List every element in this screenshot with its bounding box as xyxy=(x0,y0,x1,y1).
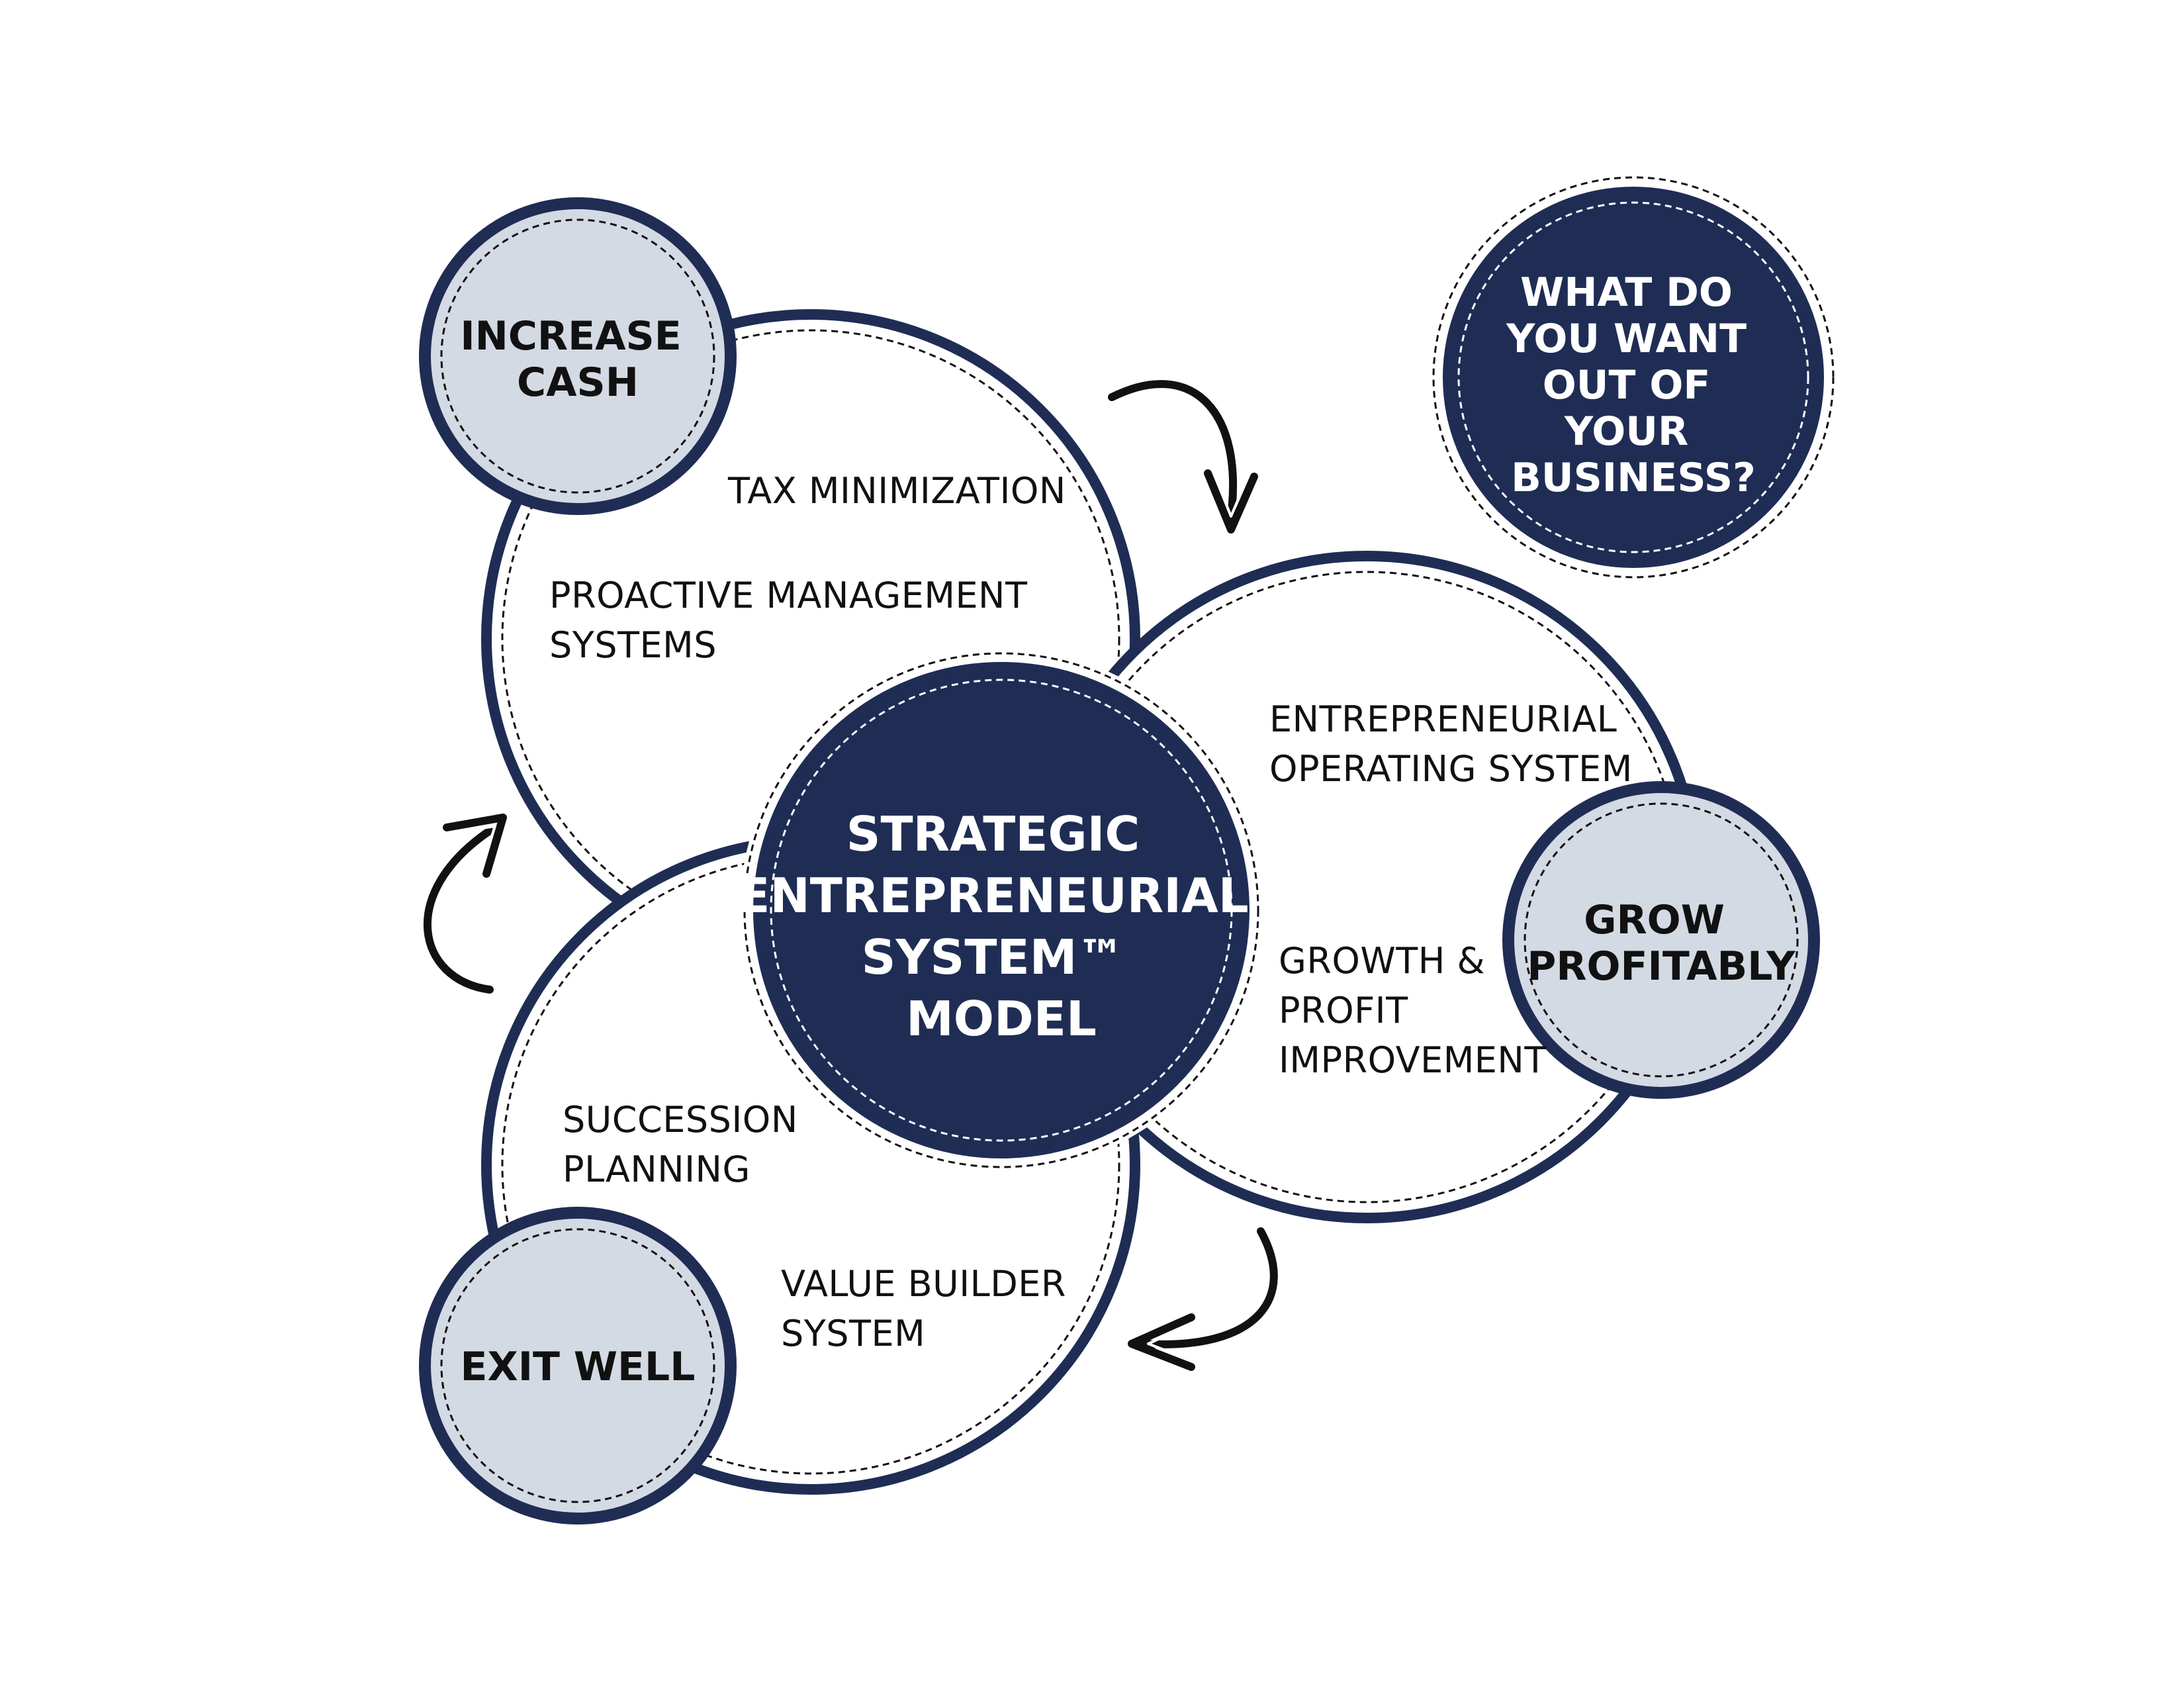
topic-line: SYSTEM xyxy=(781,1313,925,1354)
question-title: WHAT DO YOU WANT OUT OF YOUR BUSINESS? xyxy=(1506,269,1760,501)
goal-title-exit-well: EXIT WELL xyxy=(460,1344,695,1390)
topic-line: PROFIT xyxy=(1279,990,1408,1031)
question-line: YOUR xyxy=(1564,408,1688,455)
topic-growth-profit-improvement: GROWTH & PROFIT IMPROVEMENT xyxy=(1279,940,1547,1081)
topic-tax-minimization: TAX MINIMIZATION xyxy=(727,470,1066,512)
question-line: OUT OF xyxy=(1543,362,1711,408)
goal-title-line: GROW xyxy=(1584,897,1725,943)
topic-line: VALUE BUILDER xyxy=(781,1263,1066,1305)
topic-line: SUCCESSION xyxy=(563,1099,798,1141)
goal-title-grow-profitably: GROW PROFITABLY xyxy=(1527,897,1796,990)
topic-line: GROWTH & xyxy=(1279,940,1485,982)
hub-title-line: STRATEGIC xyxy=(846,806,1140,862)
goal-title-line: INCREASE xyxy=(460,313,681,359)
goal-circle-grow-profitably: GROW PROFITABLY xyxy=(1502,781,1820,1099)
topic-entrepreneurial-operating-system: ENTREPRENEURIAL OPERATING SYSTEM xyxy=(1269,698,1633,790)
goal-title-line: CASH xyxy=(517,359,639,406)
topic-value-builder-system: VALUE BUILDER SYSTEM xyxy=(781,1263,1078,1354)
goal-title-increase-cash: INCREASE CASH xyxy=(460,313,695,406)
goal-circle-exit-well: EXIT WELL xyxy=(419,1207,737,1524)
hub-title-line: MODEL xyxy=(906,991,1097,1047)
topic-line: SYSTEMS xyxy=(549,624,717,666)
topic-proactive-management: PROACTIVE MANAGEMENT SYSTEMS xyxy=(549,575,1039,666)
question-circle: WHAT DO YOU WANT OUT OF YOUR BUSINESS? xyxy=(1428,172,1839,583)
hub-title: STRATEGIC ENTREPRENEURIAL SYSTEM™ MODEL xyxy=(737,806,1265,1047)
goal-title-line: EXIT WELL xyxy=(460,1344,695,1390)
curved-arrow-left-icon xyxy=(1128,1227,1278,1371)
question-line: YOU WANT xyxy=(1506,316,1747,362)
topic-line: PROACTIVE MANAGEMENT xyxy=(549,575,1028,616)
question-line: WHAT DO xyxy=(1520,269,1733,316)
hub-title-line: ENTREPRENEURIAL xyxy=(737,868,1248,923)
question-line: BUSINESS? xyxy=(1511,455,1756,501)
topic-line: OPERATING SYSTEM xyxy=(1269,748,1633,790)
hub-circle: STRATEGIC ENTREPRENEURIAL SYSTEM™ MODEL xyxy=(737,649,1265,1172)
topic-line: PLANNING xyxy=(563,1149,751,1190)
curved-arrow-up-icon xyxy=(423,814,507,994)
curved-arrow-down-icon xyxy=(1108,380,1258,534)
goal-title-line: PROFITABLY xyxy=(1527,943,1796,990)
goal-circle-increase-cash: INCREASE CASH xyxy=(419,197,737,515)
topic-succession-planning: SUCCESSION PLANNING xyxy=(563,1099,809,1190)
topic-line: TAX MINIMIZATION xyxy=(727,470,1066,512)
topic-line: IMPROVEMENT xyxy=(1279,1039,1547,1081)
topic-line: ENTREPRENEURIAL xyxy=(1269,698,1617,740)
hub-title-line: SYSTEM™ xyxy=(862,929,1125,985)
